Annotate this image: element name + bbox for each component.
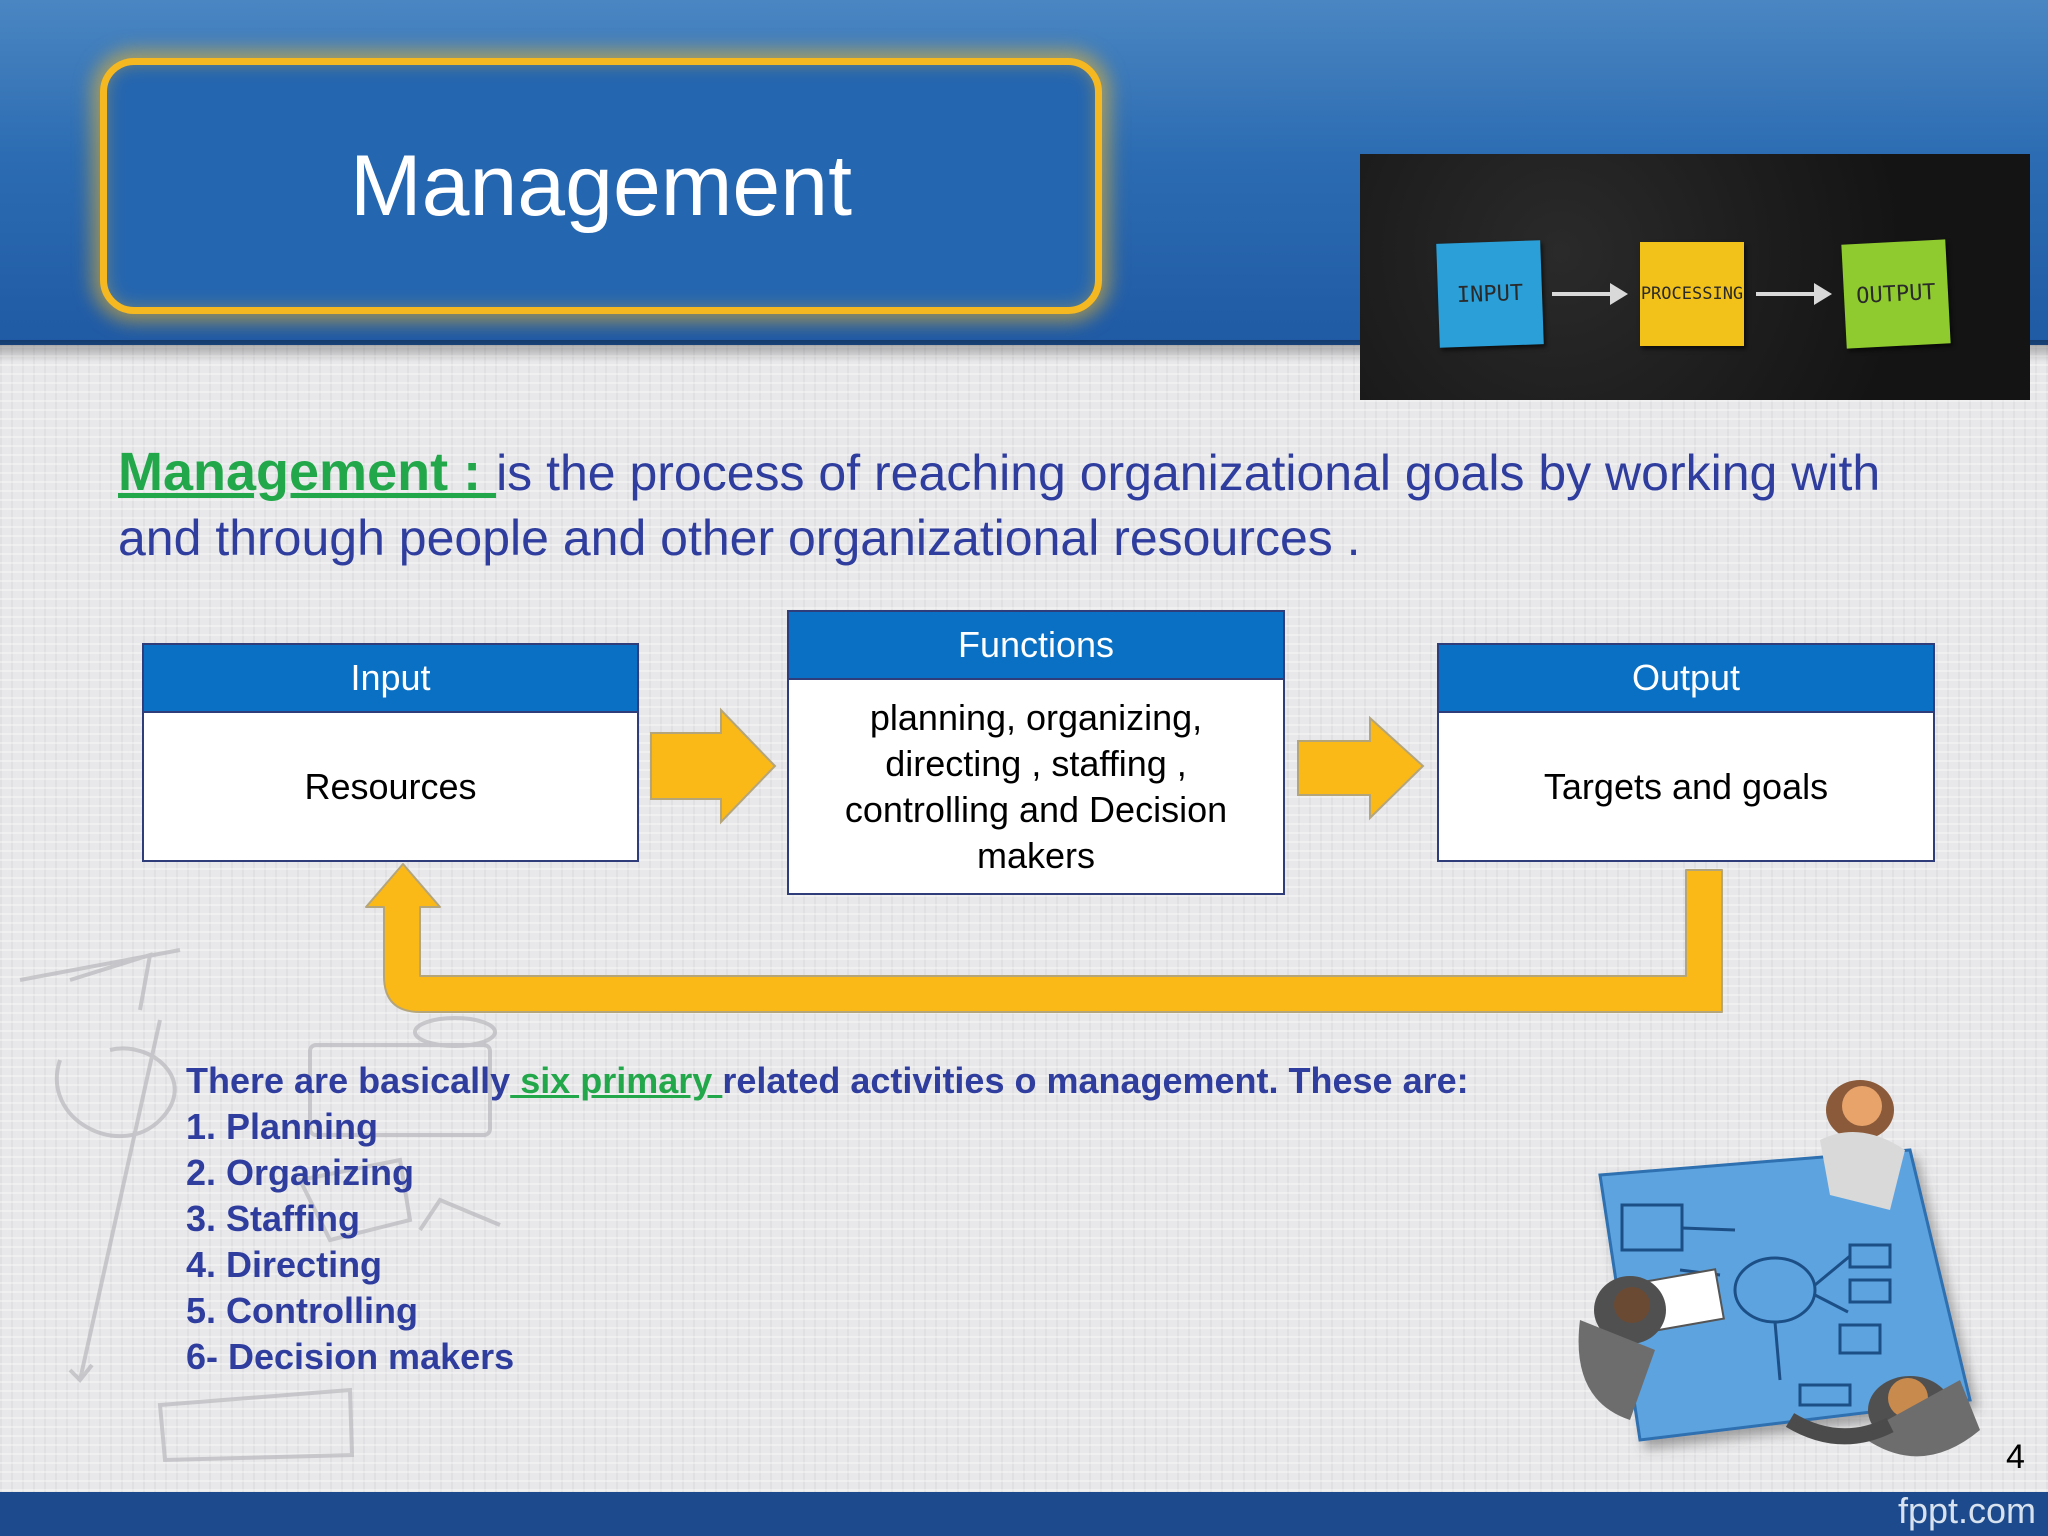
input-body: Resources xyxy=(304,765,477,807)
activities-intro: There are basically six primary related … xyxy=(186,1058,1469,1104)
photo-arrow-icon xyxy=(1756,283,1832,305)
feedback-arrow-icon xyxy=(365,863,1723,1013)
input-box: Input Resources xyxy=(142,643,639,862)
activities-intro-highlight: six primary xyxy=(510,1060,723,1101)
list-item: 2. Organizing xyxy=(186,1152,415,1193)
arrow-functions-to-output-icon xyxy=(1297,715,1425,821)
functions-body: planning, organizing, directing , staffi… xyxy=(789,680,1283,893)
note-processing: PROCESSING xyxy=(1640,242,1744,346)
output-header: Output xyxy=(1439,645,1933,713)
functions-header: Functions xyxy=(789,612,1283,680)
list-item: 5. Controlling xyxy=(186,1290,418,1331)
list-item: 4. Directing xyxy=(186,1244,383,1285)
definition-term: Management : xyxy=(118,442,497,502)
slide-title: Management xyxy=(350,137,852,234)
list-item: 3. Staffing xyxy=(186,1198,361,1239)
team-meeting-illustration xyxy=(1578,1080,1980,1457)
photo-arrow-icon xyxy=(1552,283,1628,305)
list-item: 6- Decision makers xyxy=(186,1336,515,1377)
input-processing-output-photo: INPUT PROCESSING OUTPUT xyxy=(1360,154,2030,400)
input-header: Input xyxy=(144,645,637,713)
footer-brand: fppt.com xyxy=(1897,1490,2036,1531)
page-number: 4 xyxy=(2006,1438,2025,1476)
list-item: 1. Planning xyxy=(186,1106,379,1147)
output-body: Targets and goals xyxy=(1543,765,1829,807)
output-box: Output Targets and goals xyxy=(1437,643,1935,862)
definition-paragraph: Management : is the process of reaching … xyxy=(118,440,1918,571)
title-frame xyxy=(100,58,1102,314)
functions-text: planning, organizing, directing , staffi… xyxy=(844,696,1228,876)
activities-intro-after: related activities o management. These a… xyxy=(722,1060,1469,1101)
footer-band xyxy=(0,1492,2048,1536)
activities-intro-before: There are basically xyxy=(186,1060,511,1101)
activities-list: There are basically six primary related … xyxy=(186,1058,1469,1380)
definition-text: is the process of reaching organizationa… xyxy=(118,445,1881,566)
functions-box: Functions planning, organizing, directin… xyxy=(787,610,1285,895)
arrow-input-to-functions-icon xyxy=(650,707,777,825)
